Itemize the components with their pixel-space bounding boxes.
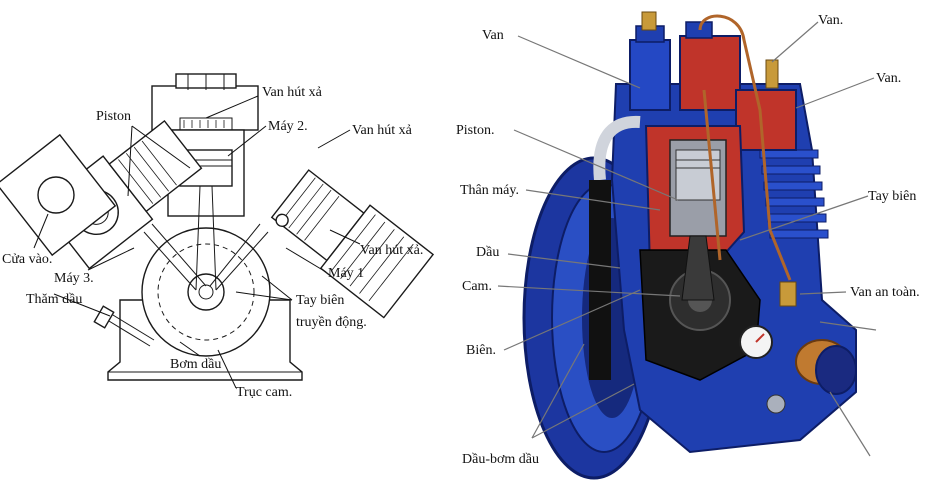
label-piston-right: Piston. bbox=[456, 123, 495, 138]
label-dau: Dầu bbox=[476, 245, 499, 260]
label-cam: Cam. bbox=[462, 279, 492, 294]
label-than-may: Thân máy. bbox=[460, 183, 519, 198]
label-may-3: Máy 3. bbox=[54, 271, 94, 286]
label-piston-left: Piston bbox=[96, 109, 131, 124]
label-tay-bien-line2: truyền động. bbox=[296, 315, 367, 330]
label-bom-dau: Bơm dầu bbox=[170, 357, 221, 372]
label-van-hut-xa-top: Van hút xả bbox=[262, 85, 323, 100]
label-tay-bien-right: Tay biên bbox=[868, 189, 916, 204]
label-bien: Biên. bbox=[466, 343, 496, 358]
left-labels: Van hút xả Máy 2. Piston Van hút xả Van … bbox=[2, 85, 423, 400]
left-compressor-drawing bbox=[0, 73, 435, 381]
left-leader-lines bbox=[33, 95, 361, 389]
label-dau-bom-dau: Dầu-bơm dầu bbox=[462, 452, 539, 467]
right-compressor-cutaway bbox=[522, 11, 857, 480]
label-van-an-toan: Van an toàn. bbox=[850, 285, 920, 300]
label-tham-dau: Thăm dầu bbox=[26, 292, 82, 307]
label-van-hut-xa-right: Van hút xả bbox=[352, 123, 413, 138]
label-van-left: Van bbox=[482, 28, 504, 43]
label-may-1: Máy 1 bbox=[328, 266, 364, 281]
label-tay-bien-line1: Tay biên bbox=[296, 293, 344, 308]
label-van-right: Van. bbox=[876, 71, 901, 86]
right-labels: Van Van. Van. Piston. Thân máy. Tay biên… bbox=[456, 13, 920, 467]
label-cua-vao: Cửa vào. bbox=[2, 252, 52, 267]
label-truc-cam: Trục cam. bbox=[236, 385, 292, 400]
right-leader-lines bbox=[497, 21, 877, 457]
label-may-2: Máy 2. bbox=[268, 119, 308, 134]
label-van-hut-xa-bottom: Van hút xả. bbox=[360, 243, 423, 258]
label-van-top-right: Van. bbox=[818, 13, 843, 28]
